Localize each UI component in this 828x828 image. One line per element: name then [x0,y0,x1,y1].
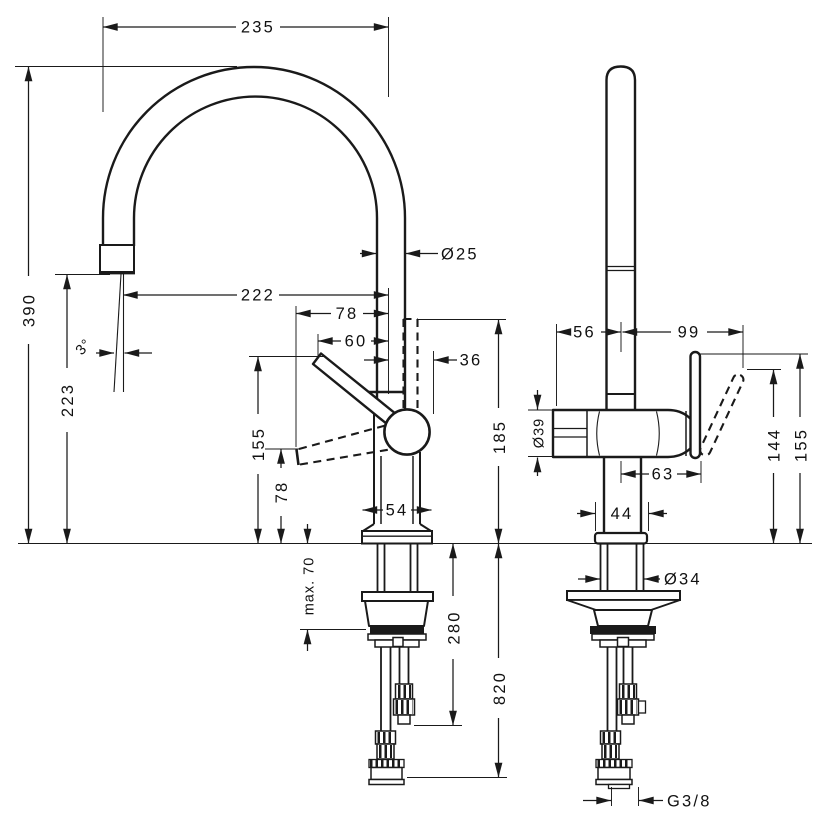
dim-99-label: 99 [678,324,701,342]
dim-155-side: 155 [700,353,811,544]
dim-56-99: 56 99 [556,322,744,406]
front-view [99,65,434,786]
dim-36: 36 [364,351,483,414]
dim-390-label: 390 [21,293,39,327]
dim-60: 60 [317,333,389,357]
dim-36-label: 36 [460,352,483,370]
dim-155-front-label: 155 [250,427,268,461]
dim-78-horizontal: 78 [295,305,389,447]
dim-max70-label: max. 70 [302,557,318,616]
dim-144: 144 [747,369,784,544]
side-body-cylinder [551,408,699,459]
side-body-details [553,410,687,457]
dim-63: 63 [620,461,702,484]
dim-155-front: 155 [249,356,325,544]
dim-820-label: 820 [491,671,509,705]
dim-78v-label: 78 [273,481,291,504]
dim-angle-3deg: 3° [73,336,152,359]
dimensions-front: 235 390 223 222 78 [15,17,509,778]
handle-lever-side [689,350,702,460]
dim-78h-label: 78 [336,305,359,323]
base-plate-front [361,530,433,545]
dim-222: 222 [122,287,389,305]
handle-pivot-joint [383,408,431,456]
spout-outlet [99,244,135,275]
dimensions-side: 56 99 Ø39 63 144 155 [528,322,811,811]
dim-44-label: 44 [611,505,634,523]
handle-lever-side-dashed [699,373,745,457]
side-column [605,65,637,410]
dim-dia39-label: Ø39 [532,418,548,448]
supply-hoses-front [368,647,416,786]
dim-63-label: 63 [652,466,675,484]
dim-dia34-label: Ø34 [664,571,702,589]
dim-54: 54 [362,502,432,520]
dim-44: 44 [577,502,667,531]
dim-max70: max. 70 [300,524,366,651]
dim-235: 235 [102,17,389,112]
handle-lever-front-dashed [295,423,393,466]
water-stream-lines [113,273,125,393]
mounting-hardware-side [566,543,681,648]
mounting-hardware-front [361,543,434,648]
dim-223: 223 [55,274,110,544]
pullout-spray-dashed [402,317,419,411]
dim-dia25: Ø25 [360,246,479,264]
spout-arc [101,65,407,414]
dim-dia34: Ø34 [578,571,702,589]
dim-78-vertical: 78 [265,448,300,544]
dim-60-label: 60 [345,333,368,351]
side-column-lower [593,457,649,545]
dim-angle-label: 3° [73,336,96,359]
dim-54-label: 54 [386,502,409,520]
dim-222-label: 222 [241,287,275,305]
dim-390: 390 [15,66,237,544]
dim-280: 280 [414,543,464,726]
side-view [551,65,745,790]
dim-185-label: 185 [491,420,509,454]
dim-280-label: 280 [446,610,464,644]
dim-dia25-label: Ø25 [441,246,479,264]
dim-g38: G3/8 [583,787,712,811]
supply-hoses-side [595,647,647,790]
dim-g38-label: G3/8 [667,793,712,811]
dim-235-label: 235 [241,19,275,37]
side-column-seams [606,265,635,395]
dim-185: 185 [418,319,509,544]
dim-144-label: 144 [766,428,784,462]
dim-56-label: 56 [573,324,596,342]
dim-dia39: Ø39 [528,390,552,476]
dim-155-side-label: 155 [793,428,811,462]
dim-223-label: 223 [59,383,77,417]
dim-820: 820 [407,543,509,778]
